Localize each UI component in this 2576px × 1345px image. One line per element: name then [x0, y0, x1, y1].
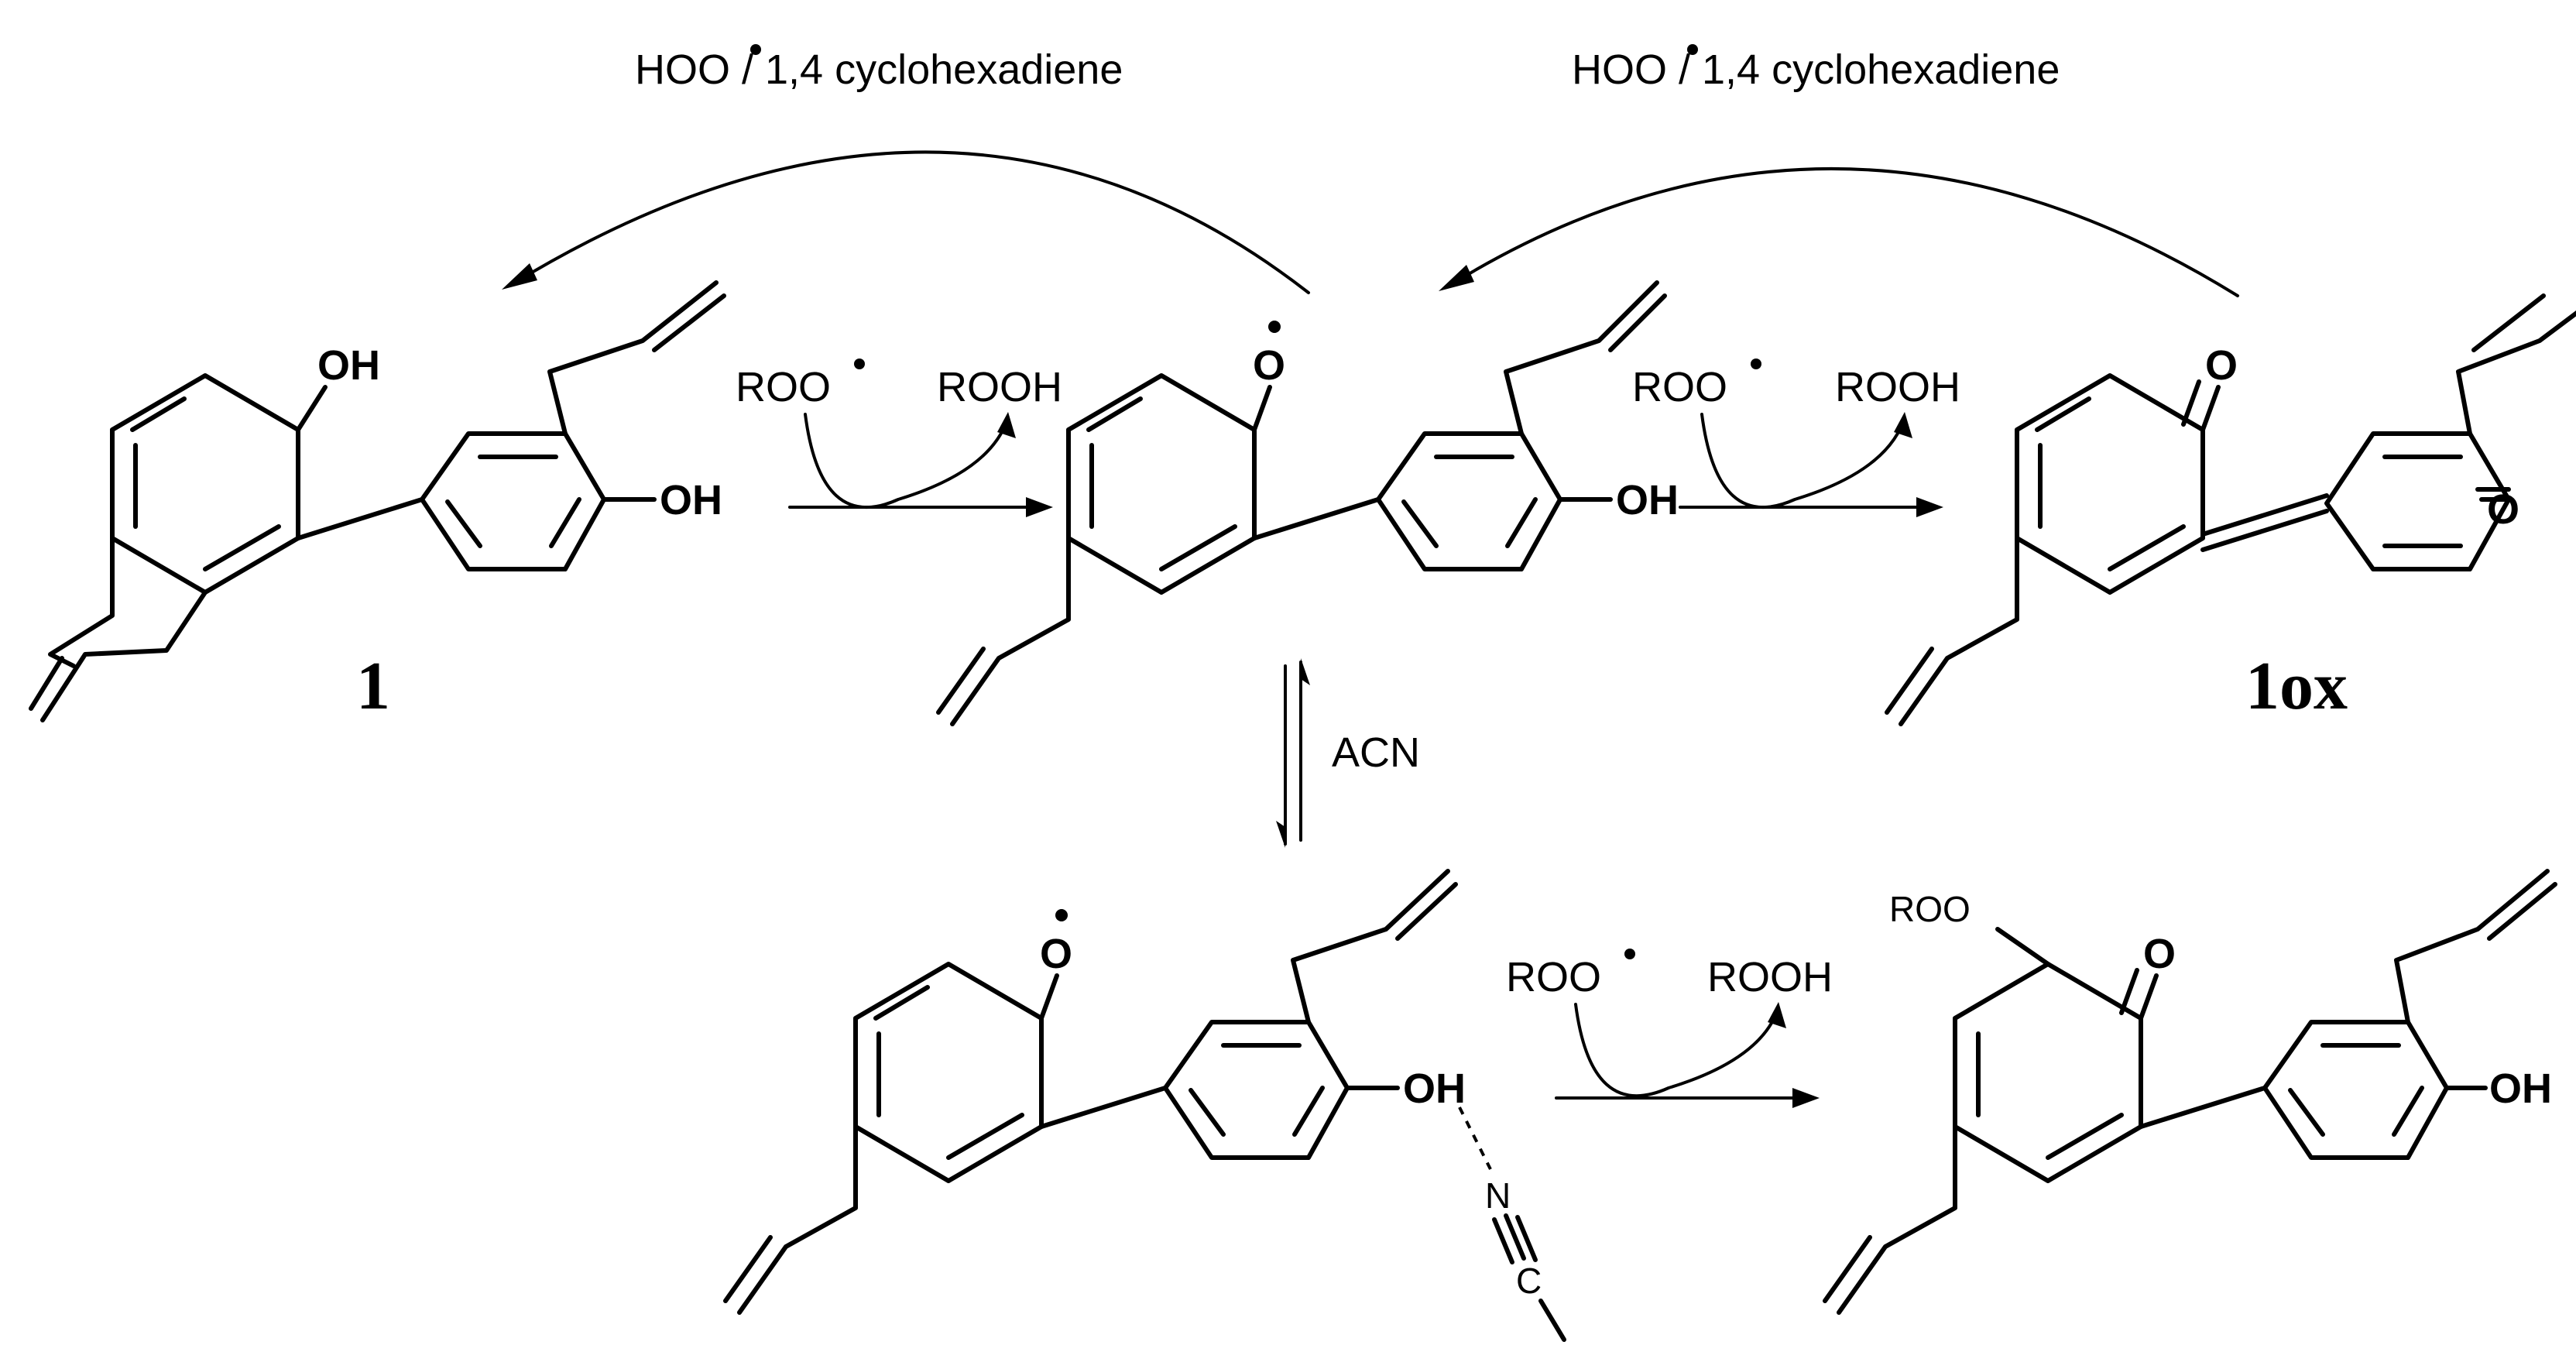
oxidation-step-1: ROO ROOH — [736, 359, 1062, 517]
oxidation-step-2: ROO ROOH — [1632, 359, 1960, 517]
radical-dot — [1687, 44, 1698, 55]
curved-arrow-radical-to-diol — [509, 150, 1310, 294]
radical-dot — [1624, 949, 1635, 959]
reagent-left-cycle: HOO / 1,4 cyclohexadiene — [635, 46, 1123, 93]
reagent-rooh: ROOH — [1707, 954, 1833, 1000]
peroxy-substituent: ROO — [1889, 889, 1971, 929]
phenoxyl-radical: O OH — [936, 280, 1679, 726]
oxygen-radical: O — [1253, 342, 1285, 389]
arrowhead-to-diol — [502, 263, 537, 290]
equilibrium-arrows: ACN — [1276, 658, 1420, 848]
curved-arrow-quinone-to-radical — [1446, 167, 2239, 297]
top-cycle-arrows — [502, 150, 2239, 297]
compound-1-diol: OH OH — [29, 280, 726, 722]
hydrogen-bond — [1458, 1107, 1492, 1170]
reagent-rooh: ROOH — [937, 364, 1062, 410]
peroxyl-trapping-step: ROO ROOH — [1506, 949, 1833, 1108]
carbonyl-oxygen: O — [2143, 931, 2176, 977]
reagent-acn: ACN — [1332, 729, 1420, 776]
reagent-roo: ROO — [736, 364, 831, 410]
radical-dot — [1751, 359, 1761, 369]
hydroxyl-group: OH — [317, 342, 380, 389]
reagent-right-cycle: HOO / 1,4 cyclohexadiene — [1572, 46, 2060, 93]
reagent-rooh: ROOH — [1835, 364, 1960, 410]
hydroxyl-group: OH — [2489, 1065, 2552, 1112]
compound-1ox-quinone: O O — [1885, 293, 2576, 726]
arrowhead-to-radical — [1439, 265, 1474, 291]
nitrile-carbon: C — [1516, 1261, 1542, 1301]
phenoxyl-radical-acn-complex: O OH N C — [723, 869, 1566, 1342]
nitrile-nitrogen: N — [1485, 1175, 1511, 1216]
radical-dot — [854, 359, 865, 369]
hydroxyl-group: OH — [1616, 477, 1679, 523]
peroxide-adduct: O ROO OH — [1823, 869, 2557, 1315]
compound-label-1ox: 1ox — [2245, 649, 2348, 724]
compound-label-1: 1 — [356, 649, 390, 724]
reagent-roo: ROO — [1632, 364, 1727, 410]
carbonyl-oxygen: O — [2205, 342, 2238, 389]
radical-dot — [1268, 321, 1281, 333]
hydroxyl-group: OH — [660, 477, 722, 523]
reagent-roo: ROO — [1506, 954, 1601, 1000]
hydroxyl-group: OH — [1403, 1065, 1466, 1112]
carbonyl-oxygen: O — [2487, 486, 2519, 533]
oxygen-radical: O — [1040, 931, 1072, 977]
radical-dot — [1055, 909, 1068, 921]
radical-dot — [750, 44, 761, 55]
